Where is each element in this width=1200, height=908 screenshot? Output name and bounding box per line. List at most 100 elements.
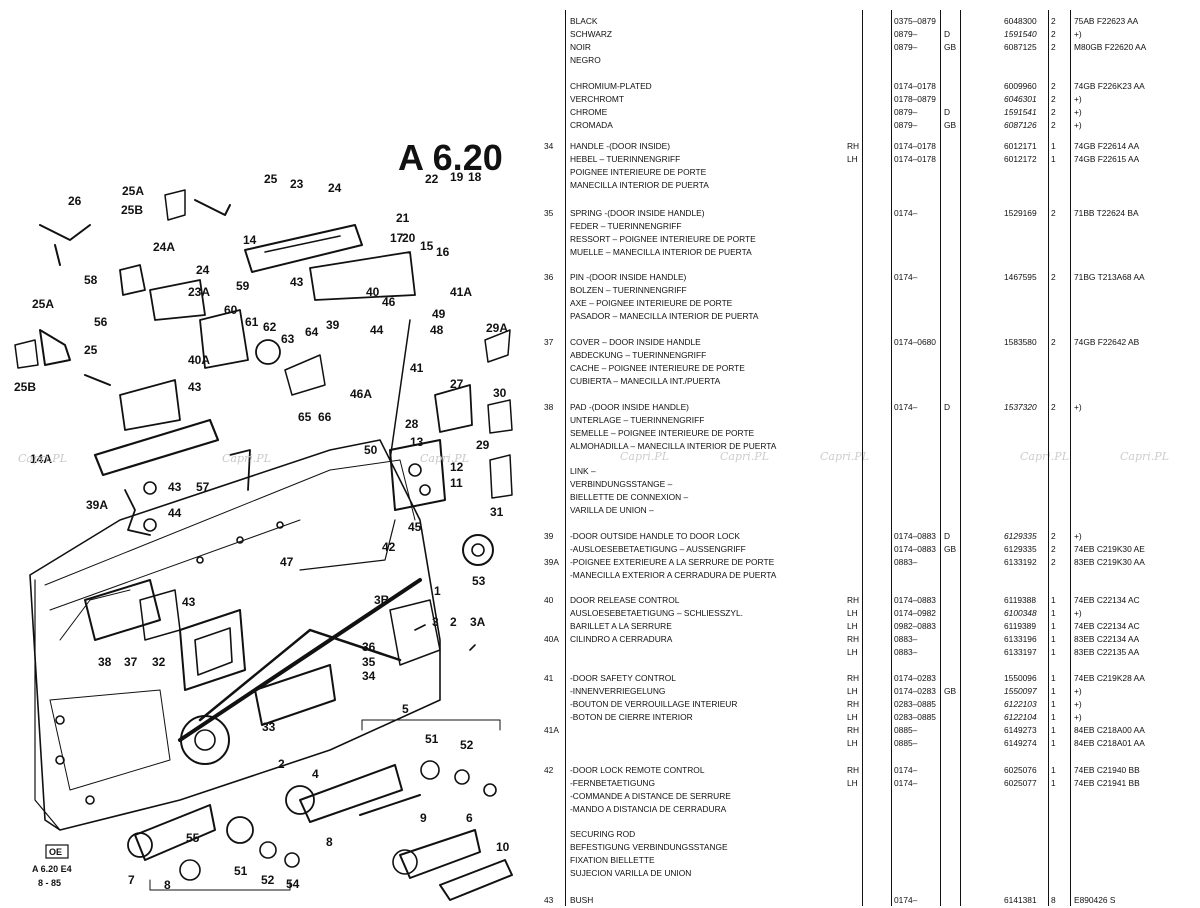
callout: 2 [450,615,457,629]
cell-part: 6122103 [1004,699,1037,709]
cell-num: 42 [544,765,554,775]
callout: 61 [245,315,259,329]
callout: 52 [460,738,474,752]
cell-date: 0883– [894,647,918,657]
callout: 5 [402,702,409,716]
table-row: VARILLA DE UNION – [540,504,1196,516]
cell-date: 0174–0283 [894,673,936,683]
cell-part: 1537320 [1004,402,1037,412]
watermark: Capri.PL [1120,450,1169,463]
cell-num: 39A [544,557,559,567]
cell-desc: -MANDO A DISTANCIA DE CERRADURA [570,804,727,814]
cell-ref: +) [1074,712,1082,722]
cell-date: 0174–0982 [894,608,936,618]
cell-side: RH [847,699,860,709]
table-row: -MANECILLA EXTERIOR A CERRADURA DE PUERT… [540,569,1196,581]
cell-part: 1583580 [1004,337,1037,347]
cell-ref: E890426 S [1074,895,1116,905]
callout: 40 [366,285,380,299]
cell-desc: -COMMANDE A DISTANCE DE SERRURE [570,791,731,801]
cell-date: 0879– [894,107,918,117]
cell-date: 0879– [894,120,918,130]
cell-desc: BEFESTIGUNG VERBINDUNGSSTANGE [570,842,728,852]
cell-qty: 1 [1051,725,1056,735]
table-row: FEDER – TUERINNENGRIFF [540,220,1196,232]
cell-ref: +) [1074,120,1082,130]
cell-ref: +) [1074,402,1082,412]
callout: 3A [470,615,486,629]
table-row: BOLZEN – TUERINNENGRIFF [540,284,1196,296]
cell-part: 6048300 [1004,16,1037,26]
cell-side: LH [847,608,858,618]
table-row: RESSORT – POIGNEE INTERIEURE DE PORTE [540,233,1196,245]
cell-qty: 1 [1051,608,1056,618]
cell-side: RH [847,634,860,644]
callout: 64 [305,325,319,339]
cell-desc: LINK – [570,466,596,476]
cell-desc: PASADOR – MANECILLA INTERIOR DE PUERTA [570,311,759,321]
callout: 23 [290,177,304,191]
callout: 53 [472,574,486,588]
callout: 29A [486,321,508,335]
cell-ref: +) [1074,608,1082,618]
cell-part: 6025077 [1004,778,1037,788]
cell-desc: CROMADA [570,120,613,130]
table-row: SECURING ROD [540,828,1196,840]
watermark: Capri.PL [420,452,469,465]
exploded-parts-diagram: A 6.20 25 23 24 22 19 18 25A 25B 26 21 1… [14,137,513,901]
cell-qty: 2 [1051,557,1056,567]
cell-ref: +) [1074,531,1082,541]
cell-desc: BIELLETTE DE CONNEXION – [570,492,689,502]
cell-qty: 1 [1051,765,1056,775]
callout-labels: 25 23 24 22 19 18 25A 25B 26 21 17 20 15… [14,170,510,892]
cell-desc: -FERNBETAETIGUNG [570,778,655,788]
table-row: CACHE – POIGNEE INTERIEURE DE PORTE [540,362,1196,374]
column-divider [1048,10,1049,906]
cell-side: RH [847,725,860,735]
cell-ref: 74EB C22134 AC [1074,595,1140,605]
cell-ref: 84EB C218A01 AA [1074,738,1145,748]
cell-date: 0174– [894,272,918,282]
cell-desc: -BOTON DE CIERRE INTERIOR [570,712,693,722]
cell-desc: DOOR RELEASE CONTROL [570,595,680,605]
callout: 50 [364,443,378,457]
callout: 33 [262,720,276,734]
table-row: BIELLETTE DE CONNEXION – [540,491,1196,503]
callout: 63 [281,332,295,346]
callout: 49 [432,307,446,321]
cell-part: 6087125 [1004,42,1037,52]
cell-qty: 8 [1051,895,1056,905]
callout: 14A [30,452,52,466]
callout: 57 [196,480,210,494]
cell-side: RH [847,673,860,683]
column-divider [565,10,566,906]
callout: 30 [493,386,507,400]
cell-part: 1550096 [1004,673,1037,683]
door-shell [29,439,441,831]
cell-ref: +) [1074,107,1082,117]
cell-qty: 2 [1051,94,1056,104]
cell-date: 0283–0885 [894,699,936,709]
footer-box: OE [49,847,62,857]
callout: 35 [362,655,376,669]
cell-ref: 71BG T213A68 AA [1074,272,1145,282]
cell-ref: 83EB C219K30 AA [1074,557,1145,567]
table-row: NEGRO [540,54,1196,66]
cell-desc: -POIGNEE EXTERIEURE A LA SERRURE DE PORT… [570,557,775,567]
column-divider [960,10,961,906]
cell-num: 39 [544,531,554,541]
diagram-title: A 6.20 [398,137,503,178]
callout: 21 [396,211,410,225]
table-row: MUELLE – MANECILLA INTERIOR DE PUERTA [540,246,1196,258]
callout: 6 [466,811,473,825]
cell-date: 0283–0885 [894,712,936,722]
cell-desc: MANECILLA INTERIOR DE PUERTA [570,180,709,190]
